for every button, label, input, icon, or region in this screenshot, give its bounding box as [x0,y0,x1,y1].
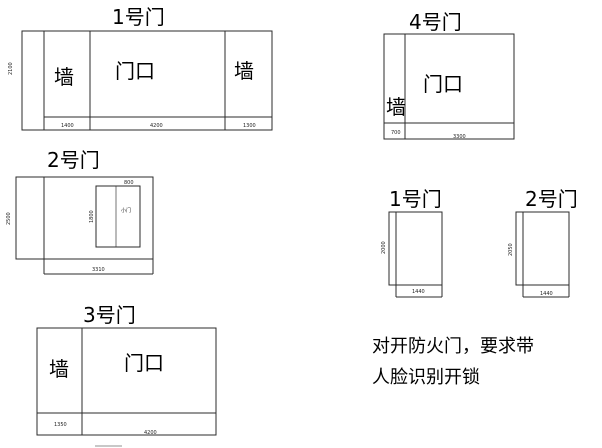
fire-door1-outline [388,211,443,286]
door3-outline [36,327,217,436]
fire-door1-dim-height: 2000 [381,241,387,254]
door2-dim-height: 2500 [6,212,12,225]
door2-small-door-label: 小门 [121,207,131,214]
door3-title: 3号门 [83,303,136,327]
door1-door-label: 门口 [115,59,155,83]
fire-door-note: 对开防火门，要求带 人脸识别开锁 [372,336,534,388]
door1-title: 1号门 [112,5,165,29]
door2-dim-inner: 1800 [89,210,95,223]
note-line2: 人脸识别开锁 [372,367,480,388]
door1-wall-right-label: 墙 [234,59,254,83]
door3-wall-label: 墙 [49,357,69,381]
door4-outline [383,33,515,140]
note-line1: 对开防火门，要求带 [372,336,534,357]
fire-door1-dim-width: 1440 [412,289,425,295]
door4-drawing: 4号门 墙 门口 700 3300 [383,10,515,140]
door4-dim-left: 700 [391,130,401,136]
door2-title: 2号门 [47,148,100,172]
door3-door-label: 门口 [124,351,164,375]
door4-door-label: 门口 [423,72,463,96]
door3-dim-left: 1350 [54,422,67,428]
door3-dim-right: 4200 [144,430,157,436]
door2-drawing: 2号门 小门 800 1800 2500 3310 [6,148,154,275]
fire-door2-dim-height: 2050 [508,243,514,256]
door1-dim-height: 2100 [8,62,14,75]
door2-small-door [95,185,141,248]
fire-door2-drawing: 2号门 2050 1440 [508,187,578,298]
fire-door1-drawing: 1号门 2000 1440 [381,187,443,298]
door2-dim-top: 800 [124,180,134,186]
door1-dim-mid: 4200 [150,123,163,129]
door4-wall-label: 墙 [386,95,406,119]
fire-door2-dim-width: 1440 [540,291,553,297]
fire-door2-outline [515,211,570,286]
door1-wall-left-label: 墙 [54,65,74,89]
door2-outline [15,176,154,260]
door1-dim-left: 1400 [61,123,74,129]
door2-dim-bottom: 3310 [92,267,105,273]
door1-dim-right: 1300 [243,123,256,129]
door3-drawing: 3号门 墙 门口 1350 4200 [36,303,217,436]
door4-title: 4号门 [409,10,462,34]
fire-door1-title: 1号门 [389,187,442,211]
door1-drawing: 1号门 墙 门口 墙 2100 1400 4200 1300 [8,5,273,131]
door1-outline [21,30,273,131]
fire-door2-title: 2号门 [525,187,578,211]
door4-dim-right: 3300 [453,134,466,140]
